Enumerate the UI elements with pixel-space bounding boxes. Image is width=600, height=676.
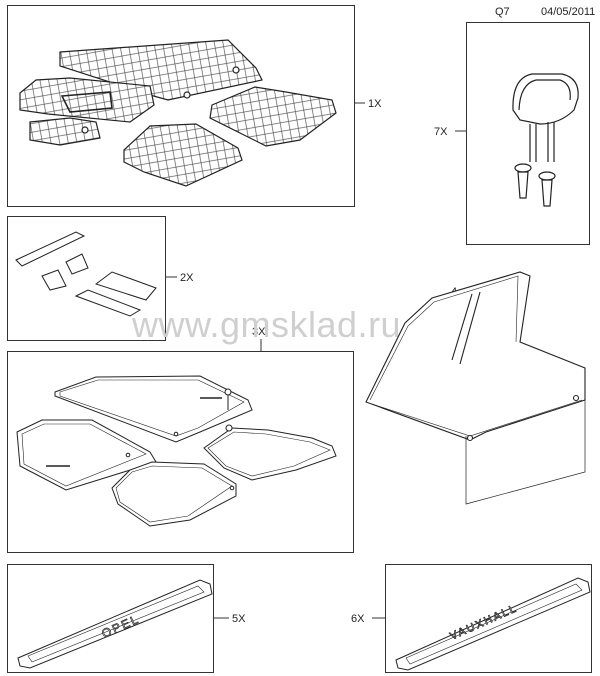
callout-label-7: 7X	[434, 126, 448, 138]
textile-mat-set	[16, 375, 337, 527]
part-frame-1[interactable]	[7, 5, 355, 207]
leader-lines	[166, 102, 466, 619]
callout-label-3: 3X	[252, 326, 266, 338]
trunk-mat-pieces	[15, 231, 157, 317]
part-frame-7[interactable]	[466, 22, 590, 245]
diagram-date: 04/05/2011	[541, 6, 596, 18]
callout-label-1: 1X	[368, 98, 382, 110]
watermark: www.gmsklad.ru	[132, 304, 402, 345]
callout-label-2: 2X	[180, 272, 194, 284]
trunk-liner	[365, 271, 586, 505]
diagram-code: Q7	[495, 6, 510, 18]
headrest	[512, 73, 579, 207]
part-frame-3[interactable]	[7, 351, 354, 553]
part-frame-2[interactable]	[7, 216, 166, 341]
part-frame-6[interactable]	[385, 564, 592, 673]
callout-label-5: 5X	[232, 613, 246, 625]
sill-plate-opel	[17, 579, 213, 669]
callout-label-6: 6X	[351, 613, 365, 625]
part-frame-5[interactable]	[7, 564, 214, 673]
rubber-mat-set	[19, 39, 337, 187]
sill-plate-vauxhall	[395, 577, 591, 671]
